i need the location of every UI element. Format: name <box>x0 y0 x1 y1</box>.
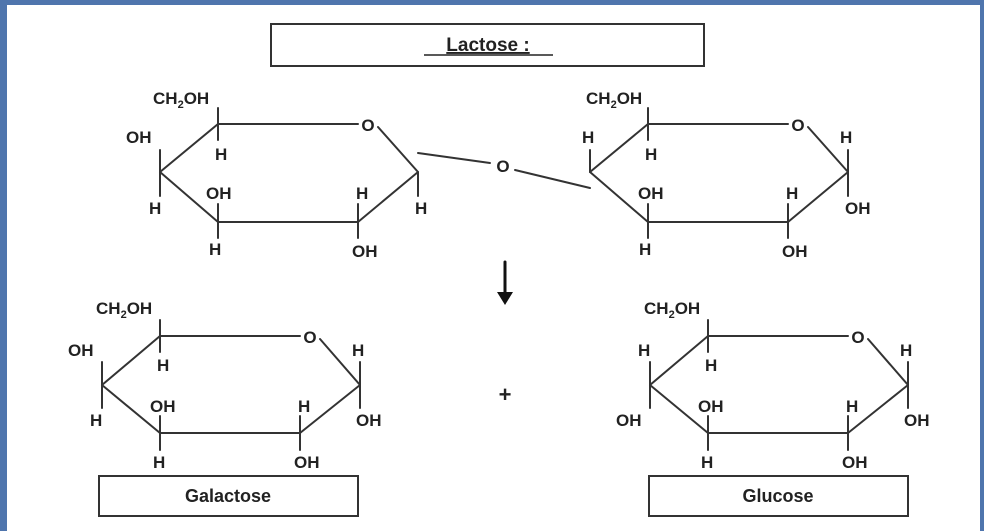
h-label: H <box>356 184 368 203</box>
bridge-oxygen: O <box>496 157 509 176</box>
h-label: H <box>153 453 165 472</box>
h-label: H <box>846 397 858 416</box>
h-label: H <box>415 199 427 218</box>
ch2oh-label: CH2OH <box>644 299 700 321</box>
oh-label: OH <box>842 453 868 472</box>
lactose-galactose-unit: O CH2OH H OH H OH H H OH H <box>126 89 427 261</box>
h-label: H <box>215 145 227 164</box>
ring-oxygen: O <box>851 328 864 347</box>
oh-label: OH <box>638 184 664 203</box>
h-label: H <box>701 453 713 472</box>
oh-label: OH <box>845 199 871 218</box>
title-text: Lactose : <box>446 35 529 56</box>
h-label: H <box>639 240 651 259</box>
plus-sign: + <box>499 382 512 407</box>
ring-oxygen: O <box>361 116 374 135</box>
glucose-molecule: O CH2OH H H OH OH H H OH H OH <box>616 299 930 472</box>
h-label: H <box>786 184 798 203</box>
ring-bond <box>589 123 789 173</box>
h-label: H <box>638 341 650 360</box>
h-label: H <box>149 199 161 218</box>
h-label: H <box>352 341 364 360</box>
bridge-bond <box>514 169 591 189</box>
ch2oh-label: CH2OH <box>586 89 642 111</box>
h-label: H <box>840 128 852 147</box>
title-box: Lactose : <box>270 23 705 67</box>
ring-oxygen: O <box>791 116 804 135</box>
title-frame <box>270 23 705 67</box>
oh-label: OH <box>126 128 152 147</box>
ring-bond <box>649 335 849 386</box>
oh-label: OH <box>68 341 94 360</box>
lactose-glucose-unit: O CH2OH H H OH H H OH H OH <box>582 89 871 261</box>
glucose-label-box: Glucose <box>648 475 909 517</box>
oh-label: OH <box>782 242 808 261</box>
ring-bond <box>101 335 301 386</box>
down-arrow-icon <box>497 260 513 305</box>
glucose-label: Glucose <box>742 486 813 506</box>
h-label: H <box>705 356 717 375</box>
oh-label: OH <box>904 411 930 430</box>
oh-label: OH <box>352 242 378 261</box>
bridge-bond <box>417 152 491 164</box>
ch2oh-label: CH2OH <box>153 89 209 111</box>
glucose-frame <box>648 475 909 517</box>
h-label: H <box>582 128 594 147</box>
h-label: H <box>645 145 657 164</box>
h-label: H <box>298 397 310 416</box>
oh-label: OH <box>150 397 176 416</box>
oh-label: OH <box>206 184 232 203</box>
oh-label: OH <box>616 411 642 430</box>
h-label: H <box>157 356 169 375</box>
ring-oxygen: O <box>303 328 316 347</box>
galactose-molecule: O CH2OH H OH H OH H H OH H OH <box>68 299 382 472</box>
oh-label: OH <box>294 453 320 472</box>
h-label: H <box>900 341 912 360</box>
galactose-label: Galactose <box>185 486 271 506</box>
ch2oh-label: CH2OH <box>96 299 152 321</box>
glycosidic-bond: O <box>417 152 591 189</box>
h-label: H <box>209 240 221 259</box>
oh-label: OH <box>698 397 724 416</box>
oh-label: OH <box>356 411 382 430</box>
galactose-label-box: Galactose <box>98 475 359 517</box>
h-label: H <box>90 411 102 430</box>
galactose-frame <box>98 475 359 517</box>
ring-bond <box>159 123 359 173</box>
